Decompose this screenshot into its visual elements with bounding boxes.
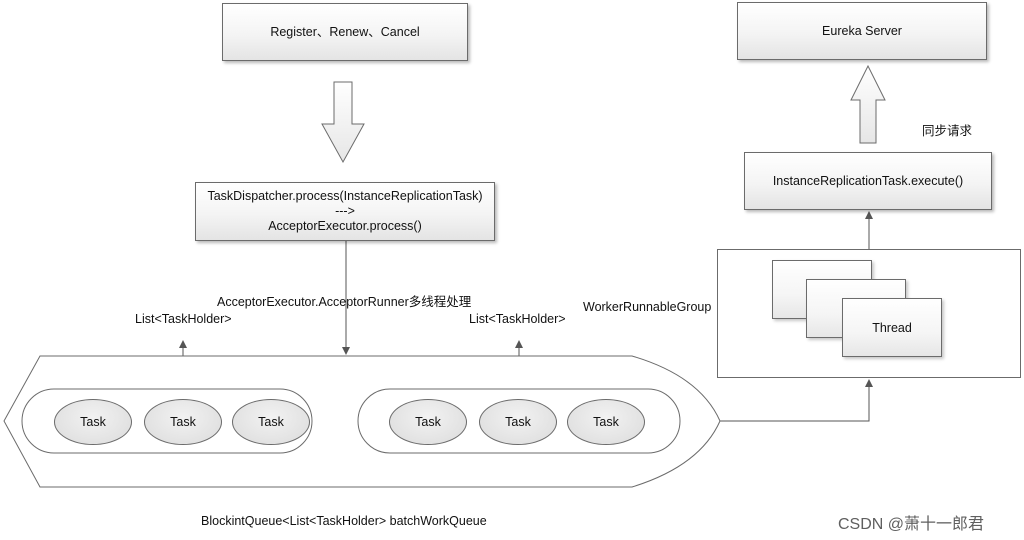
task-node: Task xyxy=(567,399,645,445)
dispatcher-line-1: TaskDispatcher.process(InstanceReplicati… xyxy=(207,189,483,203)
task-node: Task xyxy=(479,399,557,445)
thread-box-front: Thread xyxy=(842,298,942,357)
list-taskholder-right-label: List<TaskHolder> xyxy=(469,312,566,326)
task-node: Task xyxy=(232,399,310,445)
sync-request-label: 同步请求 xyxy=(922,124,973,138)
task-label: Task xyxy=(170,415,196,429)
dispatcher-box: TaskDispatcher.process(InstanceReplicati… xyxy=(195,182,495,241)
register-renew-cancel-label: Register、Renew、Cancel xyxy=(270,24,420,39)
worker-runnable-group-label: WorkerRunnableGroup xyxy=(583,300,712,314)
task-node: Task xyxy=(144,399,222,445)
task-label: Task xyxy=(415,415,441,429)
replication-task-box: InstanceReplicationTask.execute() xyxy=(744,152,992,210)
register-renew-cancel-box: Register、Renew、Cancel xyxy=(222,3,468,61)
task-node: Task xyxy=(54,399,132,445)
queue-to-worker-arrow xyxy=(690,379,873,422)
list-taskholder-left-label: List<TaskHolder> xyxy=(135,312,232,326)
eureka-server-label: Eureka Server xyxy=(822,23,902,38)
dispatcher-line-3: AcceptorExecutor.process() xyxy=(268,219,422,233)
task-label: Task xyxy=(505,415,531,429)
up-block-arrow xyxy=(850,64,886,144)
batch-work-queue-label: BlockintQueue<List<TaskHolder> batchWork… xyxy=(201,514,487,528)
task-label: Task xyxy=(80,415,106,429)
watermark: CSDN @萧十一郎君 xyxy=(838,516,985,533)
dispatcher-line-2: ---> xyxy=(335,204,355,218)
down-block-arrow xyxy=(321,81,365,164)
task-node: Task xyxy=(389,399,467,445)
replication-task-label: InstanceReplicationTask.execute() xyxy=(772,173,964,188)
eureka-server-box: Eureka Server xyxy=(737,2,987,60)
thread-label: Thread xyxy=(872,320,912,335)
task-label: Task xyxy=(593,415,619,429)
acceptor-runner-label: AcceptorExecutor.AcceptorRunner多线程处理 xyxy=(217,295,472,309)
task-label: Task xyxy=(258,415,284,429)
